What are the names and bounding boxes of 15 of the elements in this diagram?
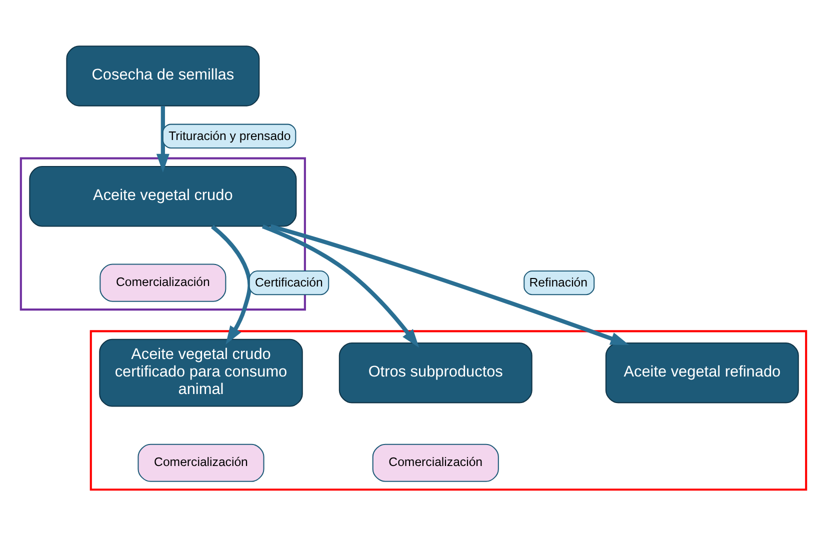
node-box: Comercialización	[372, 444, 499, 482]
node-box: Otros subproductos	[338, 342, 532, 404]
node-box: Aceite vegetal crudo certificado para consumo animal	[99, 338, 303, 407]
edge-label: Trituración y prensado	[168, 128, 291, 143]
node-box: Cosecha de semillas	[66, 46, 260, 106]
arrow	[270, 224, 630, 345]
edge-label: Refinación	[529, 276, 588, 290]
node-box: Comercialización	[138, 444, 264, 482]
arrow	[210, 224, 252, 344]
node-box: Aceite vegetal refinado	[605, 342, 799, 404]
node-box: Aceite vegetal crudo	[29, 166, 297, 227]
arrow	[156, 106, 170, 172]
arrow	[262, 224, 420, 348]
node-box: Comercialización	[100, 264, 226, 302]
edge-label: Certificación	[255, 276, 323, 290]
